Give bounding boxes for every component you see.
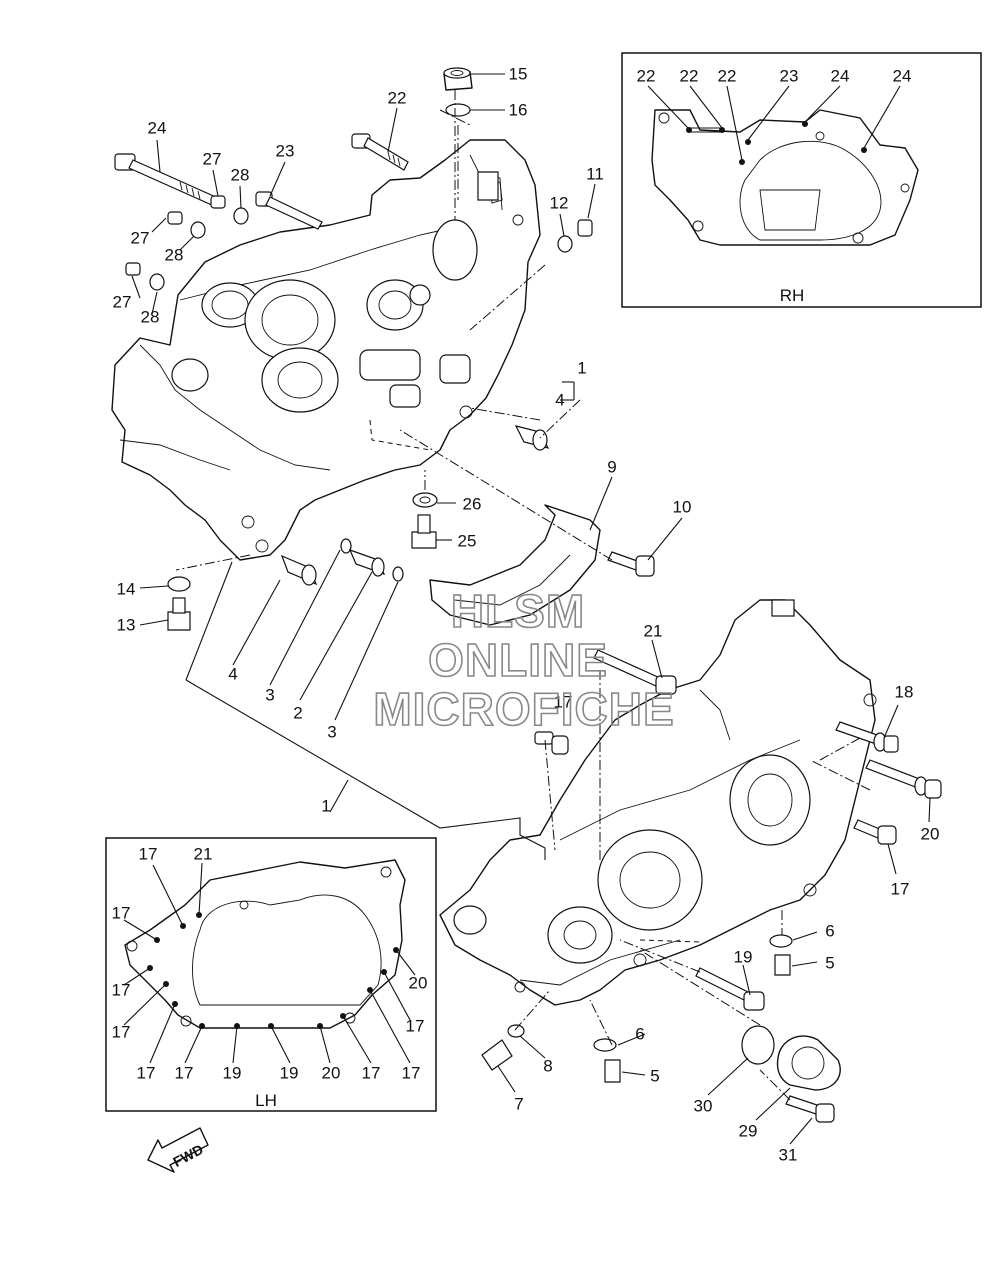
watermark-line-2: ONLINE — [428, 634, 608, 686]
callout-17: 17 — [112, 1023, 131, 1042]
rh-inset: 22 22 22 23 24 24 RH — [621, 52, 982, 308]
callout-4: 4 — [555, 391, 564, 410]
callout-21: 21 — [194, 845, 213, 864]
callout-4: 4 — [228, 665, 237, 684]
callout-7: 7 — [514, 1095, 523, 1114]
callout-22: 22 — [388, 89, 407, 108]
callout-17: 17 — [112, 981, 131, 1000]
watermark-line-3: MICROFICHE — [373, 683, 674, 735]
callout-12: 12 — [550, 194, 569, 213]
callout-30: 30 — [694, 1097, 713, 1116]
callout-17: 17 — [891, 880, 910, 899]
callout-17: 17 — [362, 1064, 381, 1083]
callout-6: 6 — [825, 922, 834, 941]
watermark-line-1: HLSM — [451, 585, 585, 637]
lower-crankcase-half — [439, 599, 877, 1006]
callout-27: 27 — [131, 229, 150, 248]
callout-22: 22 — [637, 67, 656, 86]
fwd-arrow: FWD — [147, 1127, 209, 1173]
callout-23: 23 — [780, 67, 799, 86]
callout-29: 29 — [739, 1122, 758, 1141]
callout-17: 17 — [137, 1064, 156, 1083]
callout-19: 19 — [223, 1064, 242, 1083]
callout-24: 24 — [893, 67, 912, 86]
callout-11: 11 — [586, 165, 604, 184]
callout-1: 1 — [577, 359, 586, 378]
callout-3: 3 — [265, 686, 274, 705]
callout-25: 25 — [458, 532, 477, 551]
callout-17: 17 — [112, 904, 131, 923]
callout-8: 8 — [543, 1057, 552, 1076]
callout-31: 31 — [779, 1146, 798, 1165]
callout-10: 10 — [673, 498, 692, 517]
callout-18: 18 — [895, 683, 914, 702]
callout-1: 1 — [321, 797, 330, 816]
callout-27: 27 — [203, 150, 222, 169]
callout-17: 17 — [139, 845, 158, 864]
callout-5: 5 — [825, 954, 834, 973]
callout-16: 16 — [509, 101, 528, 120]
lh-inset-title: LH — [255, 1091, 277, 1110]
lh-inset: 17 21 17 17 17 17 17 19 19 20 17 17 17 2… — [105, 837, 437, 1112]
callout-20: 20 — [921, 825, 940, 844]
callout-6: 6 — [635, 1025, 644, 1044]
callout-19: 19 — [734, 948, 753, 967]
callout-24: 24 — [148, 119, 167, 138]
callout-27: 27 — [113, 293, 132, 312]
watermark: HLSM ONLINE MICROFICHE — [373, 584, 675, 736]
callout-2: 2 — [293, 704, 302, 723]
main-callouts: 15 16 22 24 27 28 23 27 28 27 28 11 12 1… — [113, 65, 940, 1165]
callout-13: 13 — [117, 616, 136, 635]
callout-9: 9 — [607, 458, 616, 477]
callout-22: 22 — [718, 67, 737, 86]
callout-20: 20 — [322, 1064, 341, 1083]
callout-20: 20 — [409, 974, 428, 993]
callout-23: 23 — [276, 142, 295, 161]
callout-26: 26 — [463, 495, 482, 514]
callout-17: 17 — [175, 1064, 194, 1083]
callout-28: 28 — [165, 246, 184, 265]
callout-21: 21 — [644, 622, 663, 641]
callout-17: 17 — [406, 1017, 425, 1036]
callout-14: 14 — [117, 580, 136, 599]
callout-28: 28 — [231, 166, 250, 185]
callout-22: 22 — [680, 67, 699, 86]
leader-lines — [131, 73, 931, 1145]
callout-19: 19 — [280, 1064, 299, 1083]
rh-inset-title: RH — [780, 286, 805, 305]
callout-28: 28 — [141, 308, 160, 327]
upper-crankcase-half — [111, 139, 541, 561]
callout-17: 17 — [554, 693, 573, 712]
callout-15: 15 — [509, 65, 528, 84]
callout-3: 3 — [327, 723, 336, 742]
small-parts — [114, 67, 942, 1123]
callout-17: 17 — [402, 1064, 421, 1083]
callout-5: 5 — [650, 1067, 659, 1086]
callout-24: 24 — [831, 67, 850, 86]
